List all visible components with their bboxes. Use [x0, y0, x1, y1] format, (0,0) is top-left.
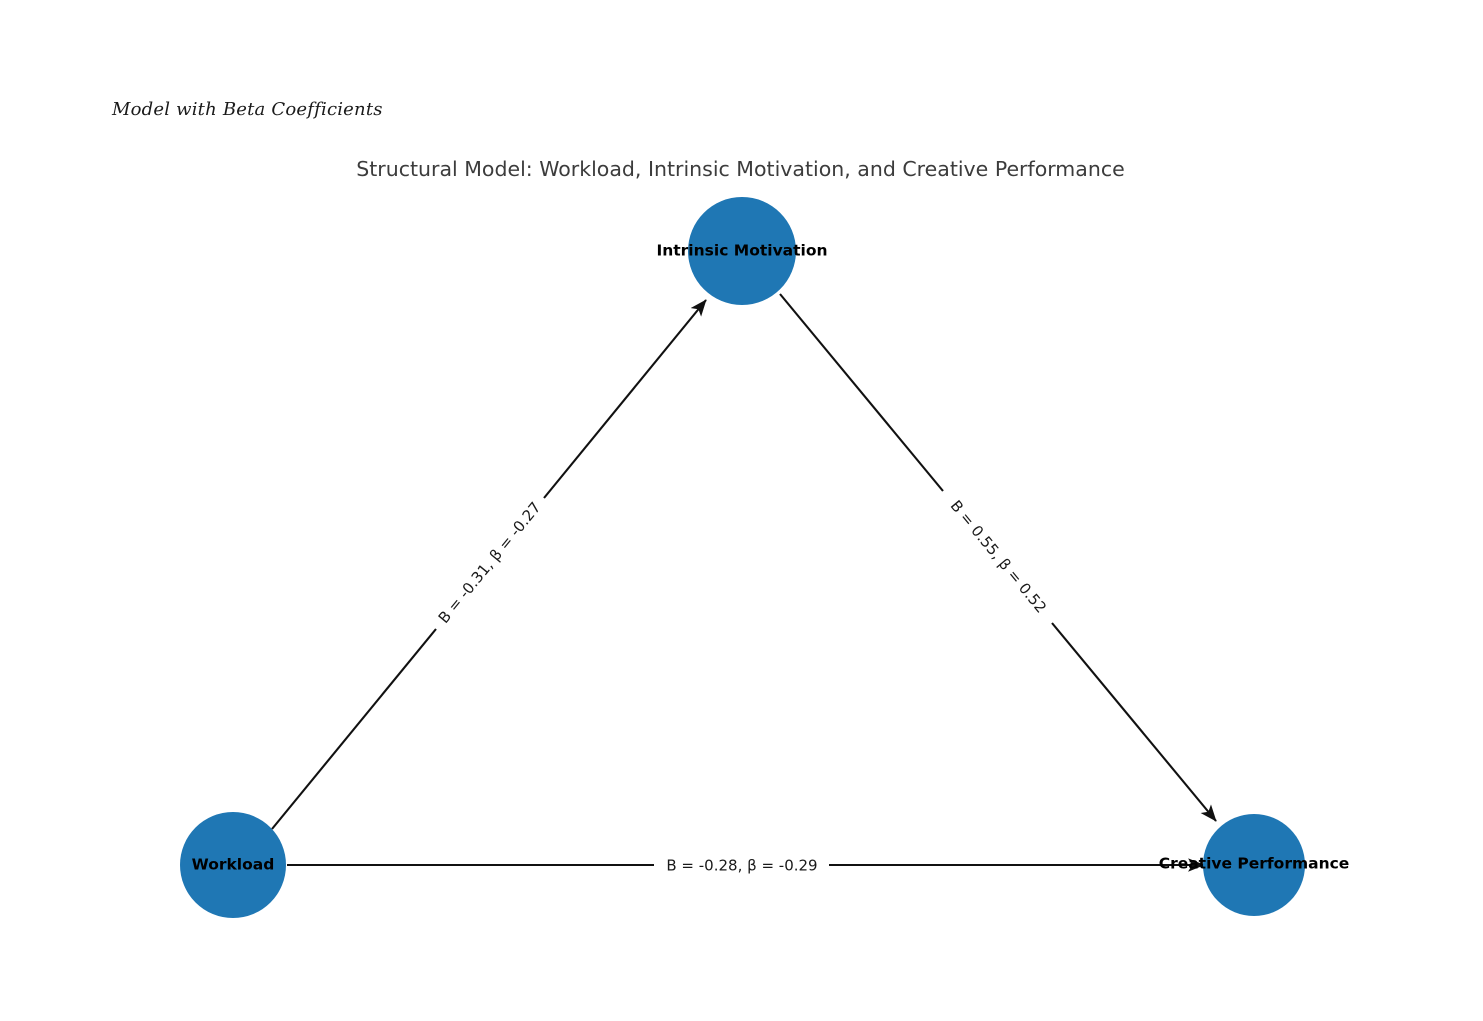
edge-label-intrinsic-motivation-creative-performance: B = 0.55, β = 0.52 [947, 497, 1050, 617]
edge-workload-to-creative-performance: B = -0.28, β = -0.29 [287, 857, 1205, 875]
node-label-creative-performance: Creative Performance [1159, 855, 1350, 873]
edge-line-segment-arrow [1051, 622, 1217, 822]
node-creative-performance[interactable]: Creative Performance [1159, 814, 1350, 916]
node-label-workload: Workload [192, 856, 275, 874]
edge-workload-to-intrinsic-motivation: B = -0.31, β = -0.27 [271, 299, 707, 830]
edge-line-segment-arrow [543, 299, 707, 499]
node-intrinsic-motivation[interactable]: Intrinsic Motivation [656, 197, 828, 305]
node-label-intrinsic-motivation: Intrinsic Motivation [656, 242, 827, 260]
edge-label-workload-intrinsic-motivation: B = -0.31, β = -0.27 [435, 499, 545, 627]
node-circle-workload[interactable] [180, 812, 286, 918]
node-workload[interactable]: Workload [180, 812, 286, 918]
edge-intrinsic-motivation-to-creative-performance: B = 0.55, β = 0.52 [779, 293, 1217, 822]
chart-title: Structural Model: Workload, Intrinsic Mo… [0, 157, 1483, 181]
figure-caption: Model with Beta Coefficients [112, 99, 383, 120]
edge-line-segment [271, 628, 437, 830]
node-circle-creative-performance[interactable] [1203, 814, 1305, 916]
node-circle-intrinsic-motivation[interactable] [688, 197, 796, 305]
chart-title-text: Structural Model: Workload, Intrinsic Mo… [356, 157, 1125, 181]
edge-line-segment [779, 293, 944, 492]
edge-label-workload-creative-performance: B = -0.28, β = -0.29 [666, 857, 817, 875]
